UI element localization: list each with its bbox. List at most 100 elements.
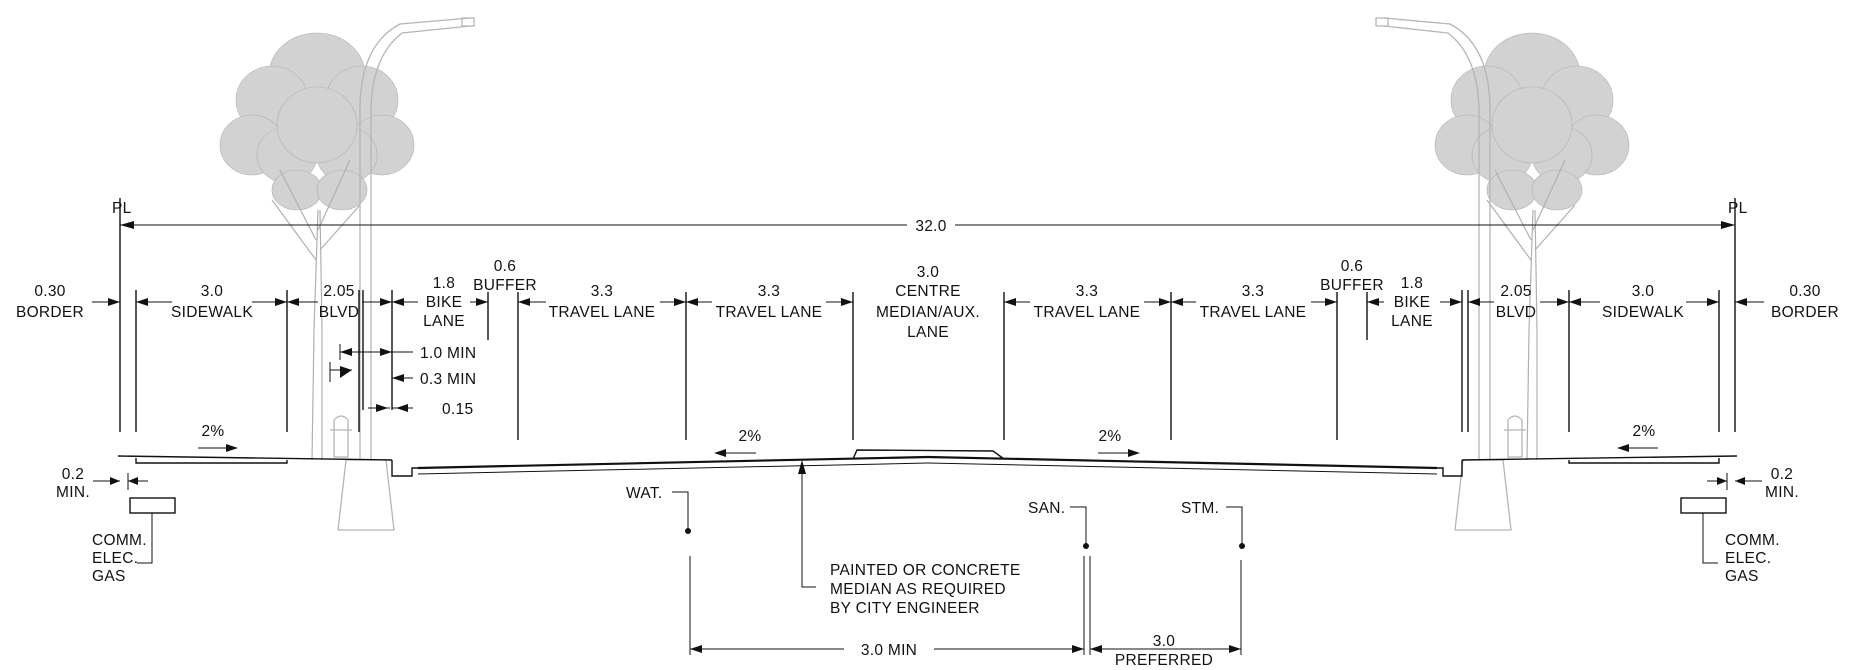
svg-text:3.0: 3.0: [917, 264, 940, 281]
svg-text:3.0 MIN: 3.0 MIN: [861, 642, 917, 659]
median-callout: 3.0 CENTRE MEDIAN/AUX. LANE: [876, 264, 980, 341]
svg-text:GAS: GAS: [1725, 568, 1759, 585]
svg-text:SIDEWALK: SIDEWALK: [171, 304, 253, 321]
svg-text:BIKE: BIKE: [1394, 294, 1431, 311]
right-travel-lane-2-callout: 3.3 TRAVEL LANE: [1171, 283, 1337, 321]
right-light-pole: [1375, 17, 1512, 531]
svg-text:PAINTED OR CONCRETE: PAINTED OR CONCRETE: [830, 562, 1021, 579]
svg-text:BLVD: BLVD: [1496, 304, 1537, 321]
left-utility: 0.2 MIN. COMM. ELEC. GAS: [56, 466, 176, 585]
svg-text:3.3: 3.3: [1242, 283, 1264, 300]
sanitary-main: SAN.: [1028, 500, 1091, 655]
min-2-label: 0.3 MIN: [420, 371, 476, 388]
left-sidewalk-slope: 2%: [198, 423, 238, 452]
svg-text:3.0: 3.0: [1153, 633, 1176, 650]
right-hydrant: [1504, 415, 1526, 458]
bottom-min-dimension: 3.0 MIN: [690, 642, 1084, 659]
svg-text:LANE: LANE: [907, 324, 949, 341]
right-utility: 0.2 MIN. COMM. ELEC. GAS: [1680, 466, 1799, 585]
svg-text:BLVD: BLVD: [319, 304, 360, 321]
svg-text:ELEC.: ELEC.: [92, 550, 138, 567]
svg-text:ELEC.: ELEC.: [1725, 550, 1771, 567]
left-hydrant: [330, 415, 352, 458]
left-tree: [219, 32, 415, 461]
svg-text:SAN.: SAN.: [1028, 500, 1065, 517]
svg-text:TRAVEL LANE: TRAVEL LANE: [716, 304, 823, 321]
svg-text:MIN.: MIN.: [1765, 484, 1799, 501]
svg-text:2%: 2%: [1098, 428, 1121, 445]
svg-text:TRAVEL LANE: TRAVEL LANE: [1200, 304, 1307, 321]
svg-text:2%: 2%: [1632, 423, 1655, 440]
left-bike-lane-callout: 1.8 BIKE LANE: [392, 275, 488, 330]
svg-text:0.2: 0.2: [62, 466, 84, 483]
svg-text:PREFERRED: PREFERRED: [1115, 652, 1213, 669]
svg-text:STM.: STM.: [1181, 500, 1219, 517]
svg-text:3.3: 3.3: [1076, 283, 1098, 300]
svg-text:0.6: 0.6: [1341, 258, 1363, 275]
overall-width-label: 32.0: [915, 218, 946, 235]
ground-profile: [117, 449, 1738, 477]
svg-text:COMM.: COMM.: [1725, 532, 1780, 549]
right-border-callout: 0.30 BORDER: [1735, 283, 1839, 321]
svg-text:2%: 2%: [738, 428, 761, 445]
storm-main: STM.: [1181, 500, 1245, 655]
right-travel-lane-callout: 3.3 TRAVEL LANE: [1004, 283, 1171, 321]
right-property-line-label: PL: [1728, 200, 1748, 217]
left-travel-lane-2-callout: 3.3 TRAVEL LANE: [686, 283, 853, 321]
svg-text:0.30: 0.30: [1789, 283, 1820, 300]
svg-text:BUFFER: BUFFER: [1320, 277, 1384, 294]
svg-text:BY CITY ENGINEER: BY CITY ENGINEER: [830, 600, 980, 617]
svg-text:0.2: 0.2: [1771, 466, 1793, 483]
min-3-label: 0.15: [442, 401, 473, 418]
left-property-line-label: PL: [112, 200, 132, 217]
svg-text:BORDER: BORDER: [1771, 304, 1839, 321]
svg-text:LANE: LANE: [1391, 313, 1433, 330]
svg-text:2.05: 2.05: [323, 283, 354, 300]
svg-text:1.8: 1.8: [1401, 275, 1423, 292]
min-callouts: 1.0 MIN 0.3 MIN 0.15: [329, 344, 476, 418]
svg-text:COMM.: COMM.: [92, 532, 147, 549]
svg-text:3.3: 3.3: [591, 283, 613, 300]
right-tree: [1434, 32, 1630, 461]
right-road-slope: 2%: [1098, 428, 1140, 457]
svg-text:MEDIAN/AUX.: MEDIAN/AUX.: [876, 304, 980, 321]
left-sidewalk-callout: 3.0 SIDEWALK: [136, 283, 287, 321]
svg-text:MIN.: MIN.: [56, 484, 90, 501]
svg-text:BUFFER: BUFFER: [473, 277, 537, 294]
right-buffer-callout: 0.6 BUFFER: [1320, 258, 1384, 294]
svg-text:CENTRE: CENTRE: [895, 283, 961, 300]
median-note: PAINTED OR CONCRETE MEDIAN AS REQUIRED B…: [798, 460, 1021, 617]
svg-text:2.05: 2.05: [1500, 283, 1531, 300]
right-bike-lane-callout: 1.8 BIKE LANE: [1367, 275, 1462, 330]
left-border-callout: 0.30 BORDER: [16, 283, 120, 321]
svg-text:BORDER: BORDER: [16, 304, 84, 321]
svg-text:3.0: 3.0: [201, 283, 224, 300]
right-sidewalk-callout: 3.0 SIDEWALK: [1569, 283, 1719, 321]
svg-text:WAT.: WAT.: [626, 485, 663, 502]
svg-text:2%: 2%: [201, 423, 224, 440]
water-main: WAT.: [626, 485, 691, 655]
svg-text:SIDEWALK: SIDEWALK: [1602, 304, 1684, 321]
svg-text:LANE: LANE: [423, 313, 465, 330]
bottom-preferred-dimension: 3.0 PREFERRED: [1090, 633, 1241, 669]
svg-text:3.3: 3.3: [758, 283, 780, 300]
svg-text:1.8: 1.8: [433, 275, 455, 292]
svg-text:TRAVEL LANE: TRAVEL LANE: [1034, 304, 1141, 321]
right-blvd-callout: 2.05 BLVD: [1468, 283, 1569, 321]
left-travel-lane-callout: 3.3 TRAVEL LANE: [518, 283, 686, 321]
svg-text:0.6: 0.6: [494, 258, 516, 275]
svg-text:MEDIAN AS REQUIRED: MEDIAN AS REQUIRED: [830, 581, 1006, 598]
svg-text:GAS: GAS: [92, 568, 126, 585]
svg-text:0.30: 0.30: [34, 283, 65, 300]
svg-text:3.0: 3.0: [1632, 283, 1655, 300]
right-sidewalk-slope: 2%: [1617, 423, 1658, 452]
zone-divider-lines: [135, 290, 1720, 440]
left-road-slope: 2%: [714, 428, 761, 457]
svg-text:TRAVEL LANE: TRAVEL LANE: [549, 304, 656, 321]
overall-dimension: 32.0 PL PL: [112, 198, 1748, 432]
left-buffer-callout: 0.6 BUFFER: [473, 258, 537, 294]
left-blvd-callout: 2.05 BLVD: [287, 283, 392, 321]
min-1-label: 1.0 MIN: [420, 345, 476, 362]
svg-text:BIKE: BIKE: [426, 294, 463, 311]
